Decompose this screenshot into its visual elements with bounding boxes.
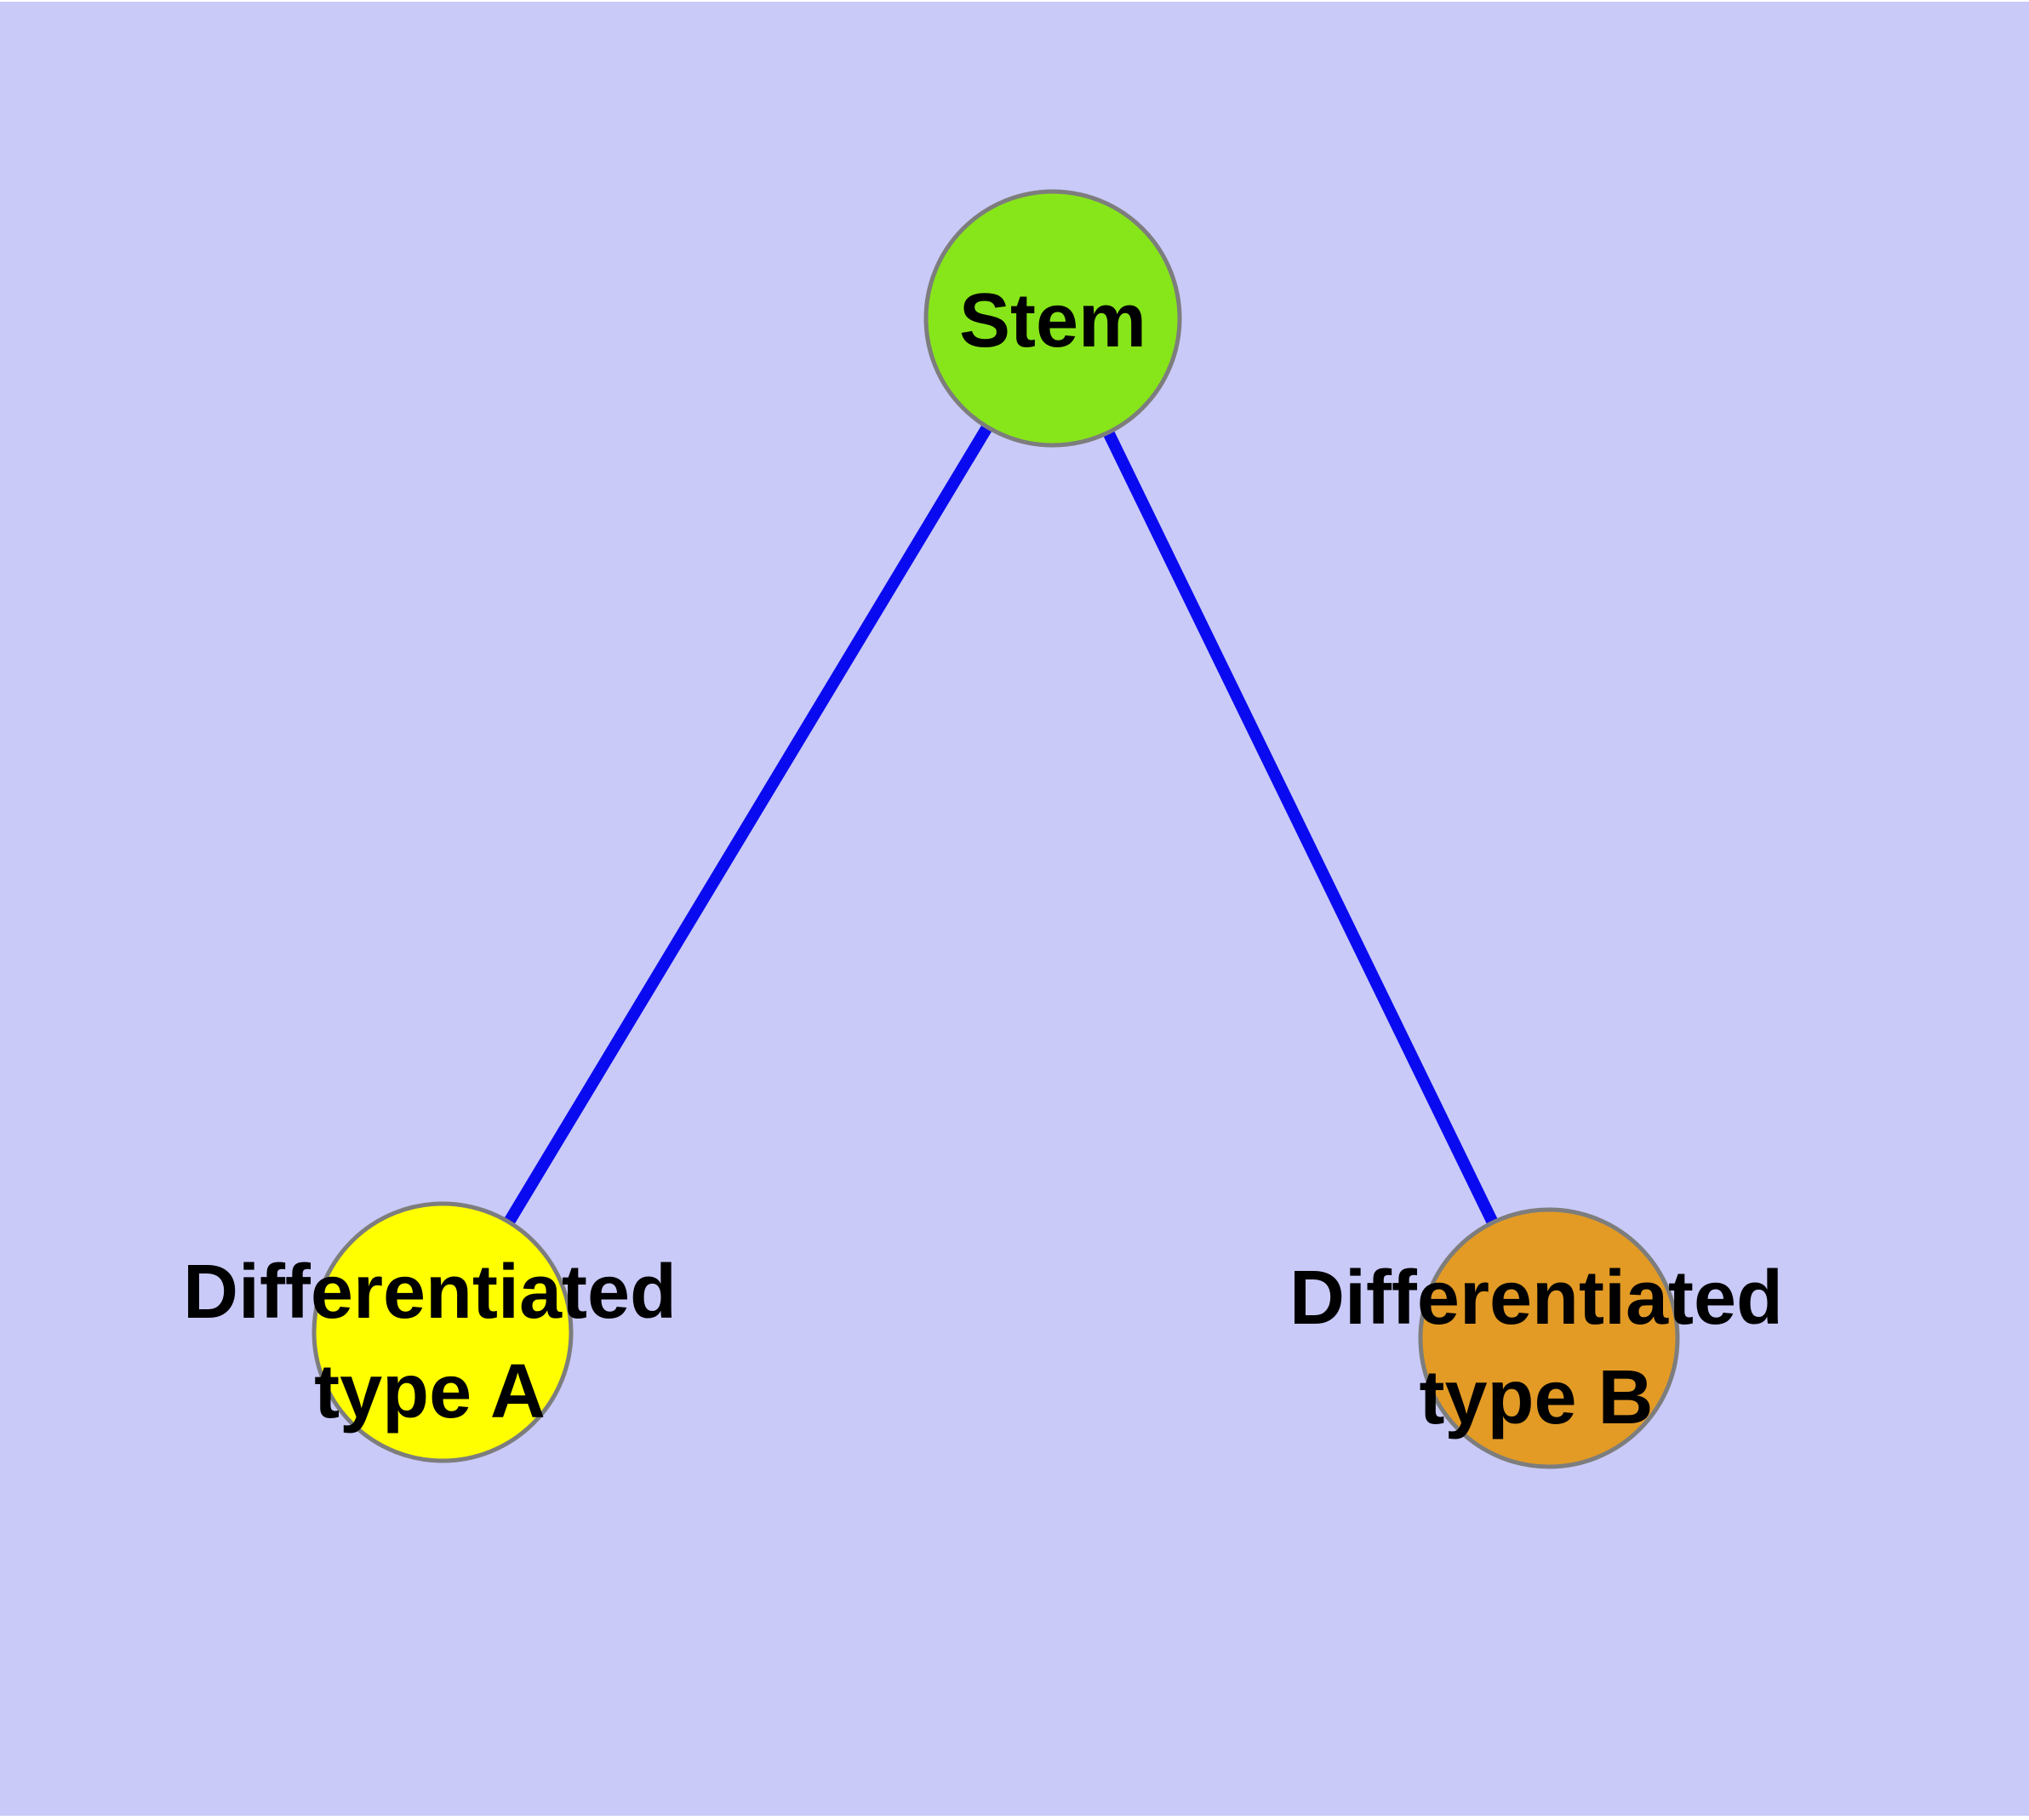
node-differentiated-type-a <box>311 1201 574 1463</box>
node-differentiated-type-b-label-line1: Differentiated <box>1289 1256 1783 1341</box>
edge-stem-to-type-b <box>1047 315 1555 1342</box>
node-differentiated-type-b-label-line2: type B <box>1419 1355 1653 1440</box>
node-stem-label: Stem <box>959 278 1146 363</box>
node-differentiated-type-a-label-line1: Differentiated <box>183 1250 677 1335</box>
node-differentiated-type-a-label-line2: type A <box>314 1349 546 1434</box>
node-differentiated-type-b <box>1418 1207 1680 1469</box>
node-group-differentiated-type-a: Differentiated type A <box>183 1201 677 1463</box>
node-group-stem: Stem <box>923 189 1182 448</box>
node-stem <box>923 189 1182 448</box>
edge-stem-to-type-a <box>437 315 1058 1336</box>
node-group-differentiated-type-b: Differentiated type B <box>1289 1207 1783 1469</box>
